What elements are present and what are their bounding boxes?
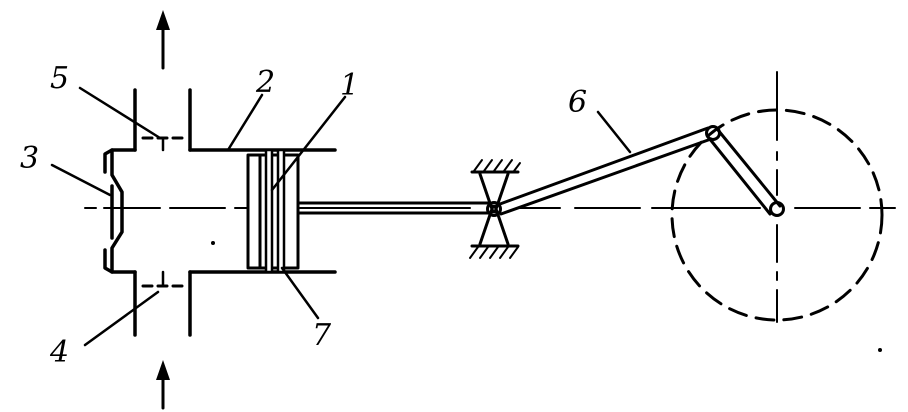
exhaust-valve <box>133 88 192 152</box>
cylinder <box>188 148 337 274</box>
leader-line-4 <box>83 290 160 347</box>
leader-line-7 <box>280 266 320 320</box>
ground-hatch-top <box>473 159 521 172</box>
label-connecting-rod: 6 <box>568 85 587 120</box>
crosshead-pin <box>486 201 502 217</box>
leader-line-5 <box>78 86 162 140</box>
leader-line-2 <box>226 93 264 152</box>
label-intake-valve: 4 <box>49 335 69 370</box>
leader-line-1 <box>270 95 347 192</box>
crosshead-guide <box>470 170 520 248</box>
stray-dot <box>878 348 882 352</box>
crank-pin <box>705 125 721 141</box>
exhaust-flow-arrow <box>156 10 170 70</box>
stray-dot <box>211 241 215 245</box>
cylinder-head <box>103 148 137 274</box>
label-piston: 1 <box>340 68 359 103</box>
crankshaft-center <box>769 201 785 217</box>
leader-lines <box>50 86 632 347</box>
crank <box>707 128 782 216</box>
piston-rings <box>264 148 286 274</box>
intake-flow-arrow <box>156 360 170 410</box>
intake-valve <box>133 270 192 337</box>
label-exhaust-valve: 5 <box>50 61 69 96</box>
label-piston-rings: 7 <box>312 318 332 353</box>
leader-line-3 <box>50 163 112 197</box>
leader-line-6 <box>596 110 632 154</box>
piston-rod <box>296 201 492 215</box>
ground-hatch-bottom <box>469 246 519 259</box>
connecting-rod <box>498 126 713 216</box>
label-cylinder-head: 3 <box>20 141 39 176</box>
label-cylinder: 2 <box>255 65 275 100</box>
